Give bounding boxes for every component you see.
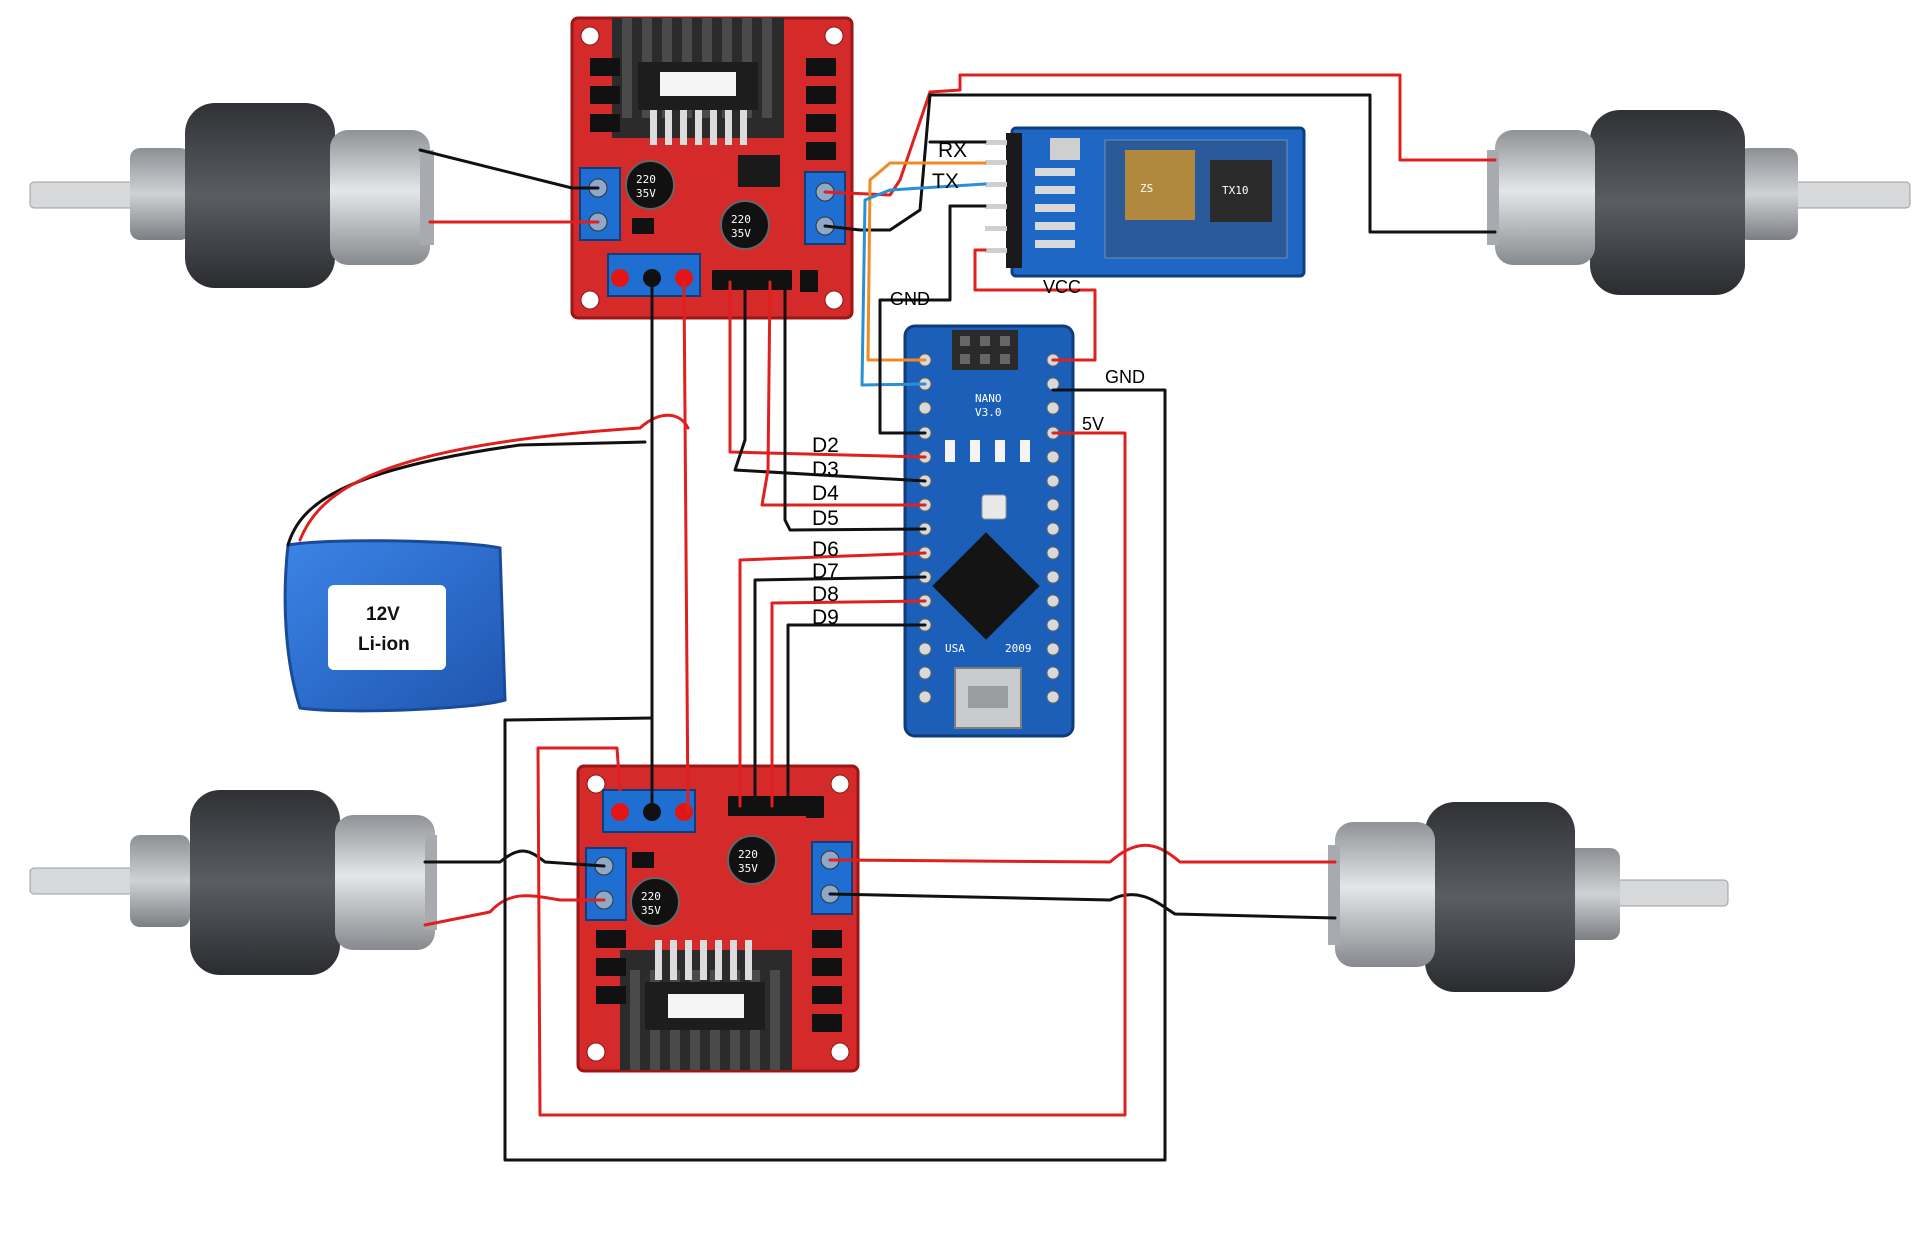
wire-bt-gnd [878, 204, 987, 435]
wire-12v-rail [682, 280, 690, 814]
cap-voltage-top-2: 35V [731, 227, 751, 240]
label-d6: D6 [812, 538, 839, 561]
wire-5v-loop [536, 431, 1127, 1117]
label-gnd-bt: GND [890, 289, 930, 309]
motor-bottom-left [29, 790, 437, 975]
wire-bt-vcc [973, 248, 1097, 362]
battery-label-type: Li-ion [358, 634, 410, 655]
motor-driver-top: 220 35V 220 35V [570, 16, 854, 320]
wire-motor-tl-a [418, 148, 600, 190]
wire-bt-rx [866, 161, 987, 362]
wire-bt-tx [860, 182, 987, 387]
bt-brand-text: ZS [1140, 182, 1153, 195]
label-d7: D7 [812, 560, 839, 583]
cap-value-top-1: 220 [636, 173, 656, 186]
label-rx: RX [938, 139, 967, 162]
wire-motor-bl-a [423, 849, 606, 868]
cap-voltage-bottom-1: 35V [738, 862, 758, 875]
wire-d4 [760, 280, 927, 507]
pin-labels: RX TX VCC GND GND 5V D2 D3 D4 D5 D6 D7 D… [812, 139, 1145, 629]
label-d3: D3 [812, 458, 839, 481]
nano-model-line1: NANO [975, 392, 1002, 405]
cap-value-top-2: 220 [731, 213, 751, 226]
wire-battery-negative [286, 440, 647, 547]
motor-driver-bottom: 220 35V 220 35V [576, 764, 860, 1073]
bluetooth-module: TX10 ZS [985, 126, 1306, 278]
wire-d6 [738, 551, 927, 808]
label-d8: D8 [812, 583, 839, 606]
cap-voltage-bottom-2: 35V [641, 904, 661, 917]
wire-d5 [783, 280, 927, 532]
battery-label-voltage: 12V [366, 604, 400, 625]
motor-top-left [29, 103, 434, 288]
wire-gnd-loop [503, 388, 1167, 1162]
wire-d3 [733, 280, 927, 483]
wire-battery-positive [298, 413, 690, 542]
arduino-nano: NANO V3.0 USA 2009 [903, 324, 1075, 738]
wires [286, 73, 1497, 1162]
motor-bottom-right [1328, 802, 1729, 992]
label-d5: D5 [812, 507, 839, 530]
nano-country: USA [945, 642, 965, 655]
wire-d2 [728, 280, 927, 459]
cap-voltage-top-1: 35V [636, 187, 656, 200]
label-d2: D2 [812, 434, 839, 457]
wire-motor-br-a [828, 843, 1337, 864]
battery-12v: 12V Li-ion [283, 539, 507, 713]
label-5v: 5V [1082, 414, 1104, 434]
wire-d8 [770, 599, 927, 808]
nano-model-line2: V3.0 [975, 406, 1002, 419]
label-vcc: VCC [1043, 277, 1081, 297]
label-d9: D9 [812, 606, 839, 629]
label-d4: D4 [812, 482, 839, 505]
label-gnd-nano: GND [1105, 367, 1145, 387]
wire-motor-br-b [828, 892, 1337, 920]
motor-top-right [1487, 110, 1911, 295]
wire-d9 [786, 623, 927, 808]
cap-value-bottom-2: 220 [641, 890, 661, 903]
nano-year: 2009 [1005, 642, 1032, 655]
wire-d7 [753, 575, 927, 808]
label-tx: TX [932, 170, 959, 193]
bt-chip-text: TX10 [1222, 184, 1249, 197]
wire-motor-bl-b [423, 894, 606, 927]
cap-value-bottom-1: 220 [738, 848, 758, 861]
